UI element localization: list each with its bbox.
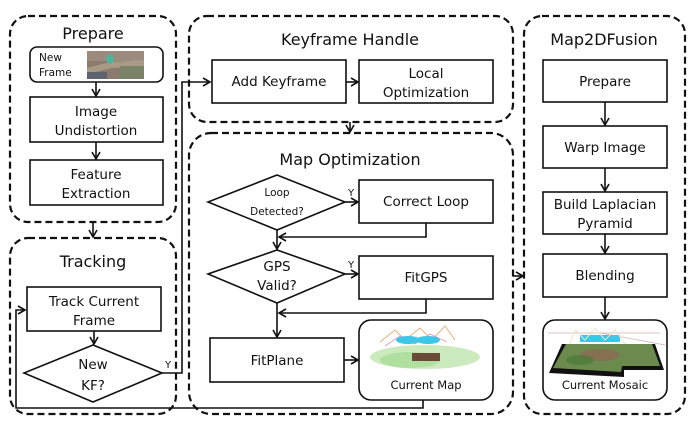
gps-valid-label-2: Valid? [257, 278, 297, 294]
fusion-prepare-box [542, 59, 668, 103]
fitgps-label: FitGPS [405, 270, 448, 286]
loop-detected-label-1: Loop [264, 187, 290, 199]
correct-loop-label: Correct Loop [383, 194, 469, 210]
local-optimization-label-1: Local [409, 66, 444, 82]
current-map-label: Current Map [390, 378, 461, 392]
arrow-newkf-to-add-keyframe [162, 77, 212, 374]
current-map-pointcloud-image [370, 325, 480, 369]
track-current-frame-label-2: Frame [73, 313, 115, 329]
keyframe-handle-title: Keyframe Handle [281, 30, 419, 49]
local-optimization-label-2: Optimization [383, 85, 469, 101]
warp-image-box [542, 125, 668, 169]
gps-yes-label: Y [347, 260, 355, 271]
fusion-prepare-label: Prepare [579, 74, 631, 90]
keyframe-handle-group [187, 14, 515, 124]
fitplane-box [209, 337, 345, 383]
track-current-frame-box [26, 286, 162, 332]
current-mosaic-label: Current Mosaic [562, 378, 648, 392]
gps-valid-decision [205, 249, 348, 304]
blending-box [542, 253, 668, 298]
tracking-title: Tracking [59, 252, 127, 271]
new-frame-label-1: New [39, 52, 62, 64]
new-kf-label-2: KF? [81, 378, 105, 394]
warp-image-label: Warp Image [564, 140, 645, 156]
current-mosaic-image [548, 327, 666, 377]
image-undistortion-label-2: Undistortion [55, 123, 138, 139]
feature-extraction-box [29, 159, 164, 206]
loop-yes-label: Y [347, 188, 355, 199]
new-kf-decision [21, 344, 165, 403]
new-frame-label-2: Frame [39, 67, 72, 79]
loop-detected-decision [205, 174, 348, 231]
gps-valid-label-1: GPS [263, 259, 290, 275]
image-undistortion-label-1: Image [75, 104, 117, 120]
aerial-frame-thumbnail [87, 51, 144, 79]
new-frame-node: New Frame [29, 46, 164, 83]
map-optimization-group [187, 131, 515, 416]
feature-extraction-label-1: Feature [70, 167, 121, 183]
arrow-correct-return [277, 223, 427, 242]
map-optimization-title: Map Optimization [279, 150, 420, 169]
blending-label: Blending [575, 268, 634, 284]
arrow-map-feedback-to-tracking [15, 305, 424, 409]
current-mosaic-node: Current Mosaic [542, 319, 668, 401]
arrow-fitgps-return [277, 299, 427, 318]
new-kf-yes-label: Y [164, 360, 172, 371]
feature-extraction-label-2: Extraction [62, 186, 131, 202]
map2dfusion-group [522, 14, 687, 416]
new-kf-label-1: New [78, 357, 107, 373]
laplacian-pyramid-label-2: Pyramid [577, 216, 632, 232]
add-keyframe-label: Add Keyframe [232, 74, 327, 90]
map2dfusion-title: Map2DFusion [550, 30, 657, 49]
current-map-node: Current Map [358, 319, 494, 401]
loop-detected-label-2: Detected? [250, 206, 304, 218]
track-current-frame-label-1: Track Current [48, 294, 139, 310]
fitplane-label: FitPlane [251, 353, 304, 369]
fitgps-box [358, 255, 494, 300]
tracking-group [8, 236, 178, 416]
add-keyframe-box [211, 59, 347, 104]
local-optimization-box [358, 59, 494, 104]
prepare-title: Prepare [62, 24, 123, 43]
laplacian-pyramid-label-1: Build Laplacian [554, 197, 657, 213]
